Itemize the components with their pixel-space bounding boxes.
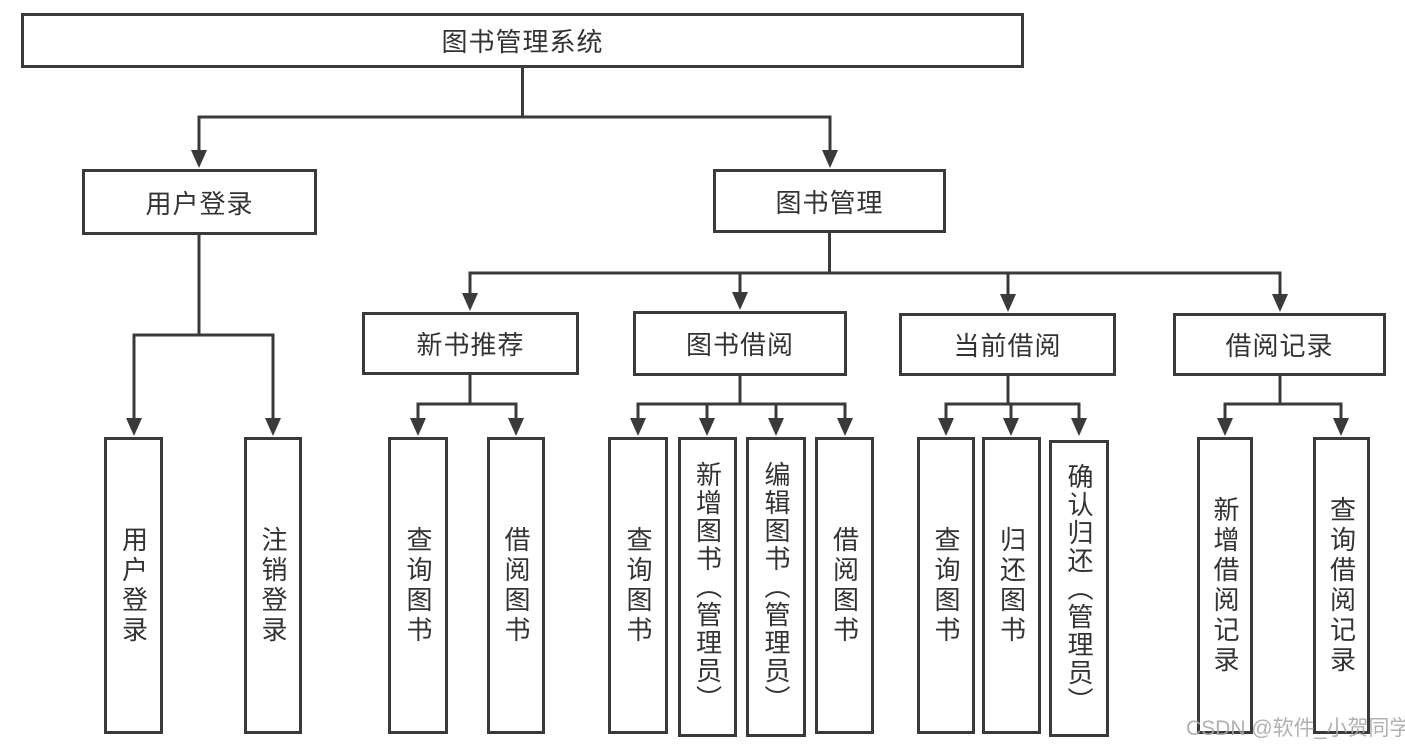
node-label: 用户登录 [145,188,254,219]
node-book-borrow: 图书借阅 [633,311,847,376]
node-label: 新书推荐 [416,330,525,360]
node-label: 新增图书（管理员） [692,461,723,713]
leaf-borrow-query-books: 查询图书 [608,437,668,734]
leaf-user-login: 用户登录 [104,437,163,734]
leaf-recommend-borrow-books: 借阅图书 [487,437,545,734]
node-user-login: 用户登录 [82,169,317,235]
leaf-borrow-borrow-books: 借阅图书 [815,437,874,734]
node-label: 图书管理 [775,187,884,218]
leaf-current-query-books: 查询图书 [917,437,975,734]
node-new-book-recommend: 新书推荐 [362,312,579,375]
node-book-management: 图书管理 [713,169,946,233]
node-label: 当前借阅 [953,331,1062,361]
node-label: 编辑图书（管理员） [761,461,791,713]
leaf-current-return-books: 归还图书 [982,437,1041,734]
node-label: 注销登录 [258,525,288,646]
node-label: 确认归还（管理员） [1064,462,1094,715]
node-label: 借阅图书 [829,525,860,646]
node-library-system: 图书管理系统 [21,13,1024,68]
leaf-borrow-add-books-admin: 新增图书（管理员） [678,437,737,737]
node-label: 查询借阅记录 [1326,495,1357,676]
node-label: 图书借阅 [685,330,794,360]
node-label: 图书管理系统 [441,27,604,57]
leaf-borrow-edit-books-admin: 编辑图书（管理员） [746,437,806,737]
leaf-recommend-query-books: 查询图书 [388,437,448,734]
node-label: 查询图书 [403,525,433,646]
node-borrow-records: 借阅记录 [1173,313,1386,376]
leaf-logout: 注销登录 [244,437,302,734]
node-label: 用户登录 [118,525,149,646]
node-label: 借阅图书 [501,525,531,646]
leaf-records-add-record: 新增借阅记录 [1197,437,1253,734]
csdn-watermark: CSDN @软件_小贺同学 [1186,717,1405,740]
leaf-current-confirm-return-admin: 确认归还（管理员） [1049,440,1109,737]
node-label: 新增借阅记录 [1210,495,1240,676]
node-label: 借阅记录 [1225,331,1334,361]
node-label: 归还图书 [996,525,1027,646]
node-label: 查询图书 [931,525,961,646]
node-current-borrow: 当前借阅 [899,313,1116,376]
leaf-records-query-record: 查询借阅记录 [1313,437,1370,734]
node-label: 查询图书 [623,525,653,646]
arrowheads [126,150,1349,436]
